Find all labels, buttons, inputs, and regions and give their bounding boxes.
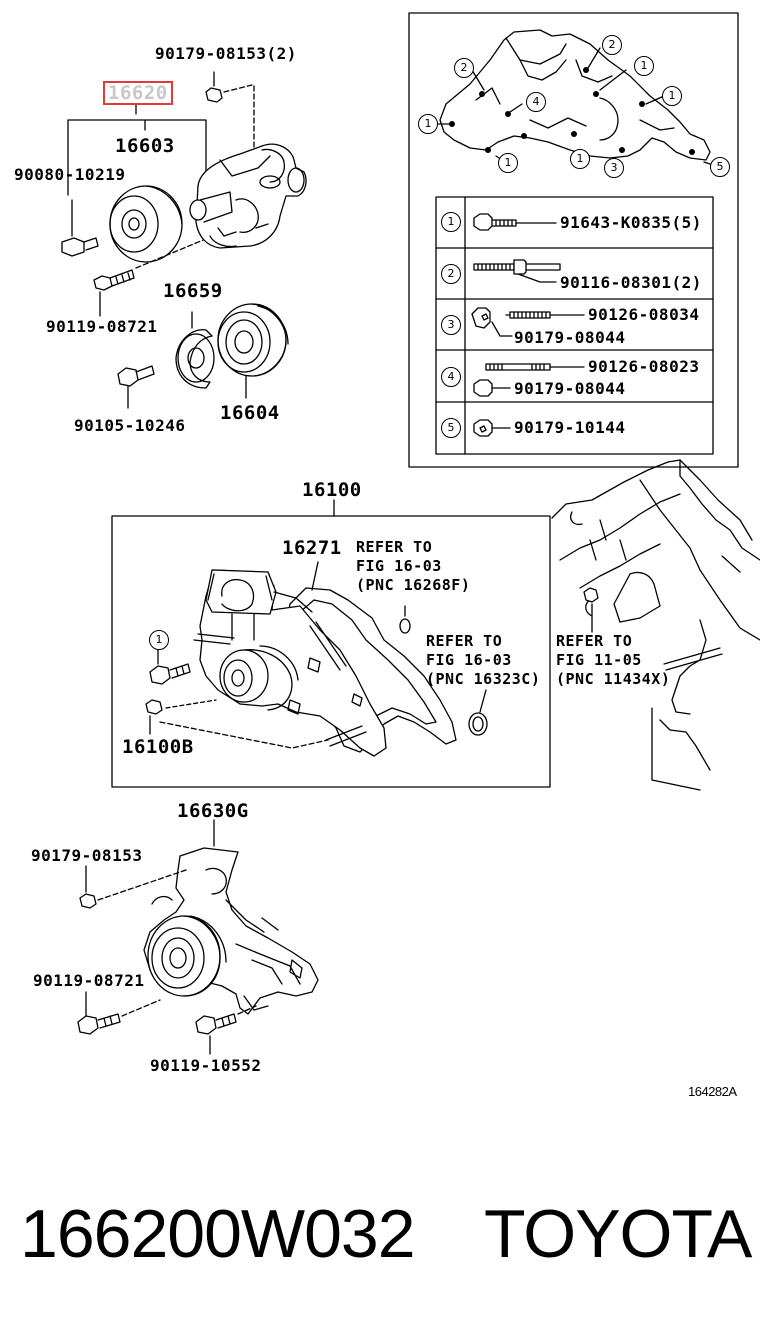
part-label-16603[interactable]: 16603 bbox=[115, 135, 175, 157]
callout-3: 3 bbox=[604, 158, 624, 178]
engine-block-outline bbox=[439, 29, 711, 161]
callout-5: 5 bbox=[710, 157, 730, 177]
bolt-90080-10219 bbox=[61, 199, 99, 257]
part-label-90119-08721-bottom[interactable]: 90119-08721 bbox=[33, 971, 145, 990]
table-callout-4: 4 bbox=[441, 367, 461, 387]
refer-note-16268F[interactable]: REFER TO FIG 16-03 (PNC 16268F) bbox=[356, 538, 470, 595]
nut-90179-08153-top bbox=[205, 71, 253, 103]
o-ring-16268f bbox=[399, 618, 411, 634]
table-part-90126-08034[interactable]: 90126-08034 bbox=[588, 305, 700, 324]
callout-2: 2 bbox=[602, 35, 622, 55]
table-callout-2: 2 bbox=[441, 264, 461, 284]
o-ring-16323c bbox=[468, 712, 488, 736]
table-callout-5: 5 bbox=[441, 418, 461, 438]
part-label-90179-08153-2[interactable]: 90179-08153(2) bbox=[155, 44, 297, 63]
refer-note-11434X[interactable]: REFER TO FIG 11-05 (PNC 11434X) bbox=[556, 632, 670, 689]
stud-16100B bbox=[145, 699, 329, 749]
shield-16659 bbox=[175, 311, 215, 389]
table-callout-1: 1 bbox=[441, 212, 461, 232]
part-label-16659[interactable]: 16659 bbox=[163, 280, 223, 302]
pulley-16604 bbox=[217, 303, 289, 399]
part-label-16620-highlighted[interactable]: 16620 bbox=[103, 81, 173, 105]
small-plug bbox=[583, 587, 599, 633]
bolt-circled-1-pump bbox=[149, 647, 191, 685]
bolt-90119-08721-top bbox=[93, 237, 209, 317]
water-pump-16100 bbox=[193, 561, 457, 757]
part-label-16630G[interactable]: 16630G bbox=[177, 800, 249, 822]
callout-1: 1 bbox=[498, 153, 518, 173]
refer-line: REFER TO bbox=[426, 632, 503, 650]
callout-1: 1 bbox=[634, 56, 654, 76]
bolt-90119-10552 bbox=[195, 1005, 257, 1055]
table-bolt-5 bbox=[473, 419, 511, 437]
bolt-90105-10246 bbox=[117, 365, 155, 409]
callout-2: 2 bbox=[454, 58, 474, 78]
part-label-90119-08721-top[interactable]: 90119-08721 bbox=[46, 317, 158, 336]
bolt-dots bbox=[449, 67, 695, 155]
table-bolt-1 bbox=[473, 213, 557, 231]
refer-line: (PNC 11434X) bbox=[556, 670, 671, 688]
part-label-90080-10219[interactable]: 90080-10219 bbox=[14, 165, 126, 184]
part-label-16604[interactable]: 16604 bbox=[220, 402, 280, 424]
callout-4: 4 bbox=[526, 92, 546, 112]
table-bolt-2 bbox=[473, 259, 561, 283]
bolt-90119-08721-bottom bbox=[77, 991, 161, 1035]
idler-pulley-16603 bbox=[109, 185, 183, 263]
callout-1: 1 bbox=[662, 86, 682, 106]
part-label-16100[interactable]: 16100 bbox=[302, 479, 362, 501]
table-part-90179-08044-row4[interactable]: 90179-08044 bbox=[514, 379, 626, 398]
nut-90179-08153-bottom bbox=[79, 865, 187, 909]
diagram-code: 164282A bbox=[688, 1084, 737, 1099]
refer-line: (PNC 16268F) bbox=[356, 576, 471, 594]
idler-bracket bbox=[189, 143, 307, 249]
part-label-16100B[interactable]: 16100B bbox=[122, 736, 194, 758]
footer-part-number: 166200W032 bbox=[20, 1196, 416, 1272]
part-label-90105-10246[interactable]: 90105-10246 bbox=[74, 416, 186, 435]
table-part-90126-08023[interactable]: 90126-08023 bbox=[588, 357, 700, 376]
refer-line: (PNC 16323C) bbox=[426, 670, 541, 688]
callout-1: 1 bbox=[570, 149, 590, 169]
table-callout-3: 3 bbox=[441, 315, 461, 335]
engine-block-fragment bbox=[551, 459, 760, 791]
part-label-16271[interactable]: 16271 bbox=[282, 537, 342, 559]
table-part-90179-10144[interactable]: 90179-10144 bbox=[514, 418, 626, 437]
footer-brand: TOYOTA bbox=[484, 1196, 752, 1272]
refer-note-16323C[interactable]: REFER TO FIG 16-03 (PNC 16323C) bbox=[426, 632, 540, 689]
table-bolt-4 bbox=[473, 363, 585, 397]
bolt-table-grid bbox=[435, 196, 714, 455]
refer-line: FIG 11-05 bbox=[556, 651, 642, 669]
callout-1: 1 bbox=[149, 630, 169, 650]
refer-line: REFER TO bbox=[356, 538, 433, 556]
part-label-90179-08153[interactable]: 90179-08153 bbox=[31, 846, 143, 865]
bracket-16630G bbox=[143, 847, 319, 1015]
table-part-90116-08301[interactable]: 90116-08301(2) bbox=[560, 273, 702, 292]
refer-line: REFER TO bbox=[556, 632, 633, 650]
callout-1: 1 bbox=[418, 114, 438, 134]
table-bolt-3 bbox=[471, 307, 585, 337]
table-part-91643-K0835[interactable]: 91643-K0835(5) bbox=[560, 213, 702, 232]
table-part-90179-08044-row3[interactable]: 90179-08044 bbox=[514, 328, 626, 347]
refer-line: FIG 16-03 bbox=[426, 651, 512, 669]
part-label-90119-10552[interactable]: 90119-10552 bbox=[150, 1056, 262, 1075]
refer-line: FIG 16-03 bbox=[356, 557, 442, 575]
